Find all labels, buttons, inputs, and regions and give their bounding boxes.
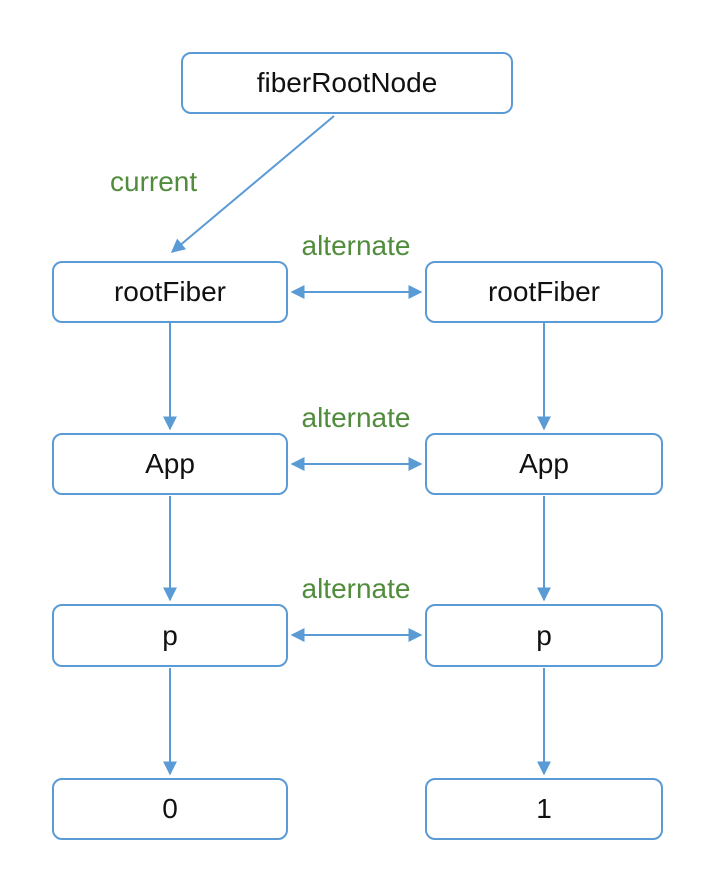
node-p-current: p xyxy=(52,604,288,667)
node-label: 1 xyxy=(536,793,552,824)
node-app-alternate: App xyxy=(425,433,663,495)
node-label: rootFiber xyxy=(487,276,601,307)
node-fiber-root-node: fiberRootNode xyxy=(181,52,513,114)
node-label: fiberRootNode xyxy=(256,67,438,98)
edge-label-current: current xyxy=(110,166,198,197)
edge-current-arrow xyxy=(170,115,335,253)
node-label: App xyxy=(519,448,569,479)
node-label: App xyxy=(145,448,195,479)
node-label: rootFiber xyxy=(113,276,227,307)
edge-label-alternate-p: alternate xyxy=(301,573,411,604)
edge-label-alternate-rootfiber: alternate xyxy=(301,230,411,261)
edge-label-alternate-app: alternate xyxy=(301,402,411,433)
node-p-alternate: p xyxy=(425,604,663,667)
node-rootfiber-alternate: rootFiber xyxy=(425,261,663,323)
node-label: p xyxy=(536,619,552,651)
node-app-current: App xyxy=(52,433,288,495)
node-label: 0 xyxy=(162,793,178,824)
node-label: p xyxy=(162,619,178,651)
node-child-0: 0 xyxy=(52,778,288,840)
node-child-1: 1 xyxy=(425,778,663,840)
node-rootfiber-current: rootFiber xyxy=(52,261,288,323)
